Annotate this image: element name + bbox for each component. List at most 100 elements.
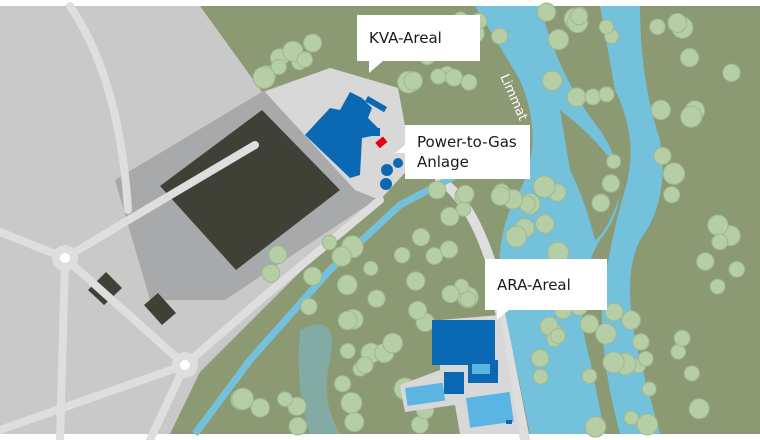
tree: [336, 274, 358, 296]
tree: [261, 263, 281, 283]
tree: [456, 184, 475, 204]
tree: [606, 154, 622, 170]
tree: [604, 302, 624, 322]
tree: [277, 391, 293, 408]
tree: [339, 343, 356, 360]
road: [435, 175, 530, 440]
tree: [532, 368, 549, 385]
tree: [584, 416, 607, 438]
road: [0, 228, 190, 440]
tree: [411, 227, 431, 247]
tree: [530, 348, 550, 368]
ara-building: [444, 372, 464, 394]
tree: [425, 247, 444, 265]
tree: [441, 284, 460, 304]
tank: [381, 164, 393, 176]
tree: [598, 19, 615, 35]
tree: [550, 328, 566, 344]
tree: [709, 278, 726, 295]
tree: [356, 356, 374, 375]
roundabout-center: [60, 253, 70, 263]
tree: [288, 416, 308, 436]
tree: [632, 333, 650, 351]
tree: [570, 7, 588, 26]
roads: [0, 2, 530, 440]
tree: [337, 310, 358, 331]
tree: [542, 70, 563, 91]
tree: [252, 66, 276, 89]
tree: [303, 266, 323, 286]
tree: [650, 99, 671, 121]
side-stream: [298, 324, 340, 434]
small-building: [144, 293, 176, 325]
tree: [382, 332, 404, 354]
tree: [321, 234, 338, 251]
trees: [230, 2, 746, 438]
river-branch: [600, 6, 663, 434]
tree: [670, 343, 687, 360]
tree: [595, 322, 617, 345]
label-ara-areal: ARA-Areal: [497, 275, 571, 294]
tree: [459, 291, 477, 308]
tree: [393, 246, 411, 264]
tree: [707, 214, 729, 236]
tree: [406, 271, 426, 291]
tree: [679, 48, 700, 68]
tree: [601, 174, 621, 193]
tree: [680, 105, 703, 128]
tree: [460, 73, 478, 91]
tree: [641, 381, 657, 397]
large-building: [160, 110, 340, 270]
tree: [532, 175, 556, 198]
ara-building: [432, 320, 495, 365]
tree: [662, 162, 686, 185]
tree: [591, 193, 611, 213]
tree: [566, 87, 587, 108]
road: [0, 361, 189, 434]
tree: [663, 186, 681, 204]
roundabout-center: [180, 360, 190, 370]
tree: [363, 260, 379, 276]
tree: [408, 300, 428, 320]
tree: [579, 314, 600, 334]
tree: [683, 365, 700, 382]
label-kva-areal: KVA-Areal: [369, 29, 442, 47]
canal: [192, 164, 472, 437]
tree: [653, 146, 672, 166]
kva-annex: [372, 128, 380, 136]
callout-power-to-gas: Power-to-Gas Anlage: [395, 125, 530, 179]
power-to-gas-plant: [375, 136, 388, 149]
tree: [673, 329, 691, 347]
tree: [667, 13, 688, 33]
tree: [649, 18, 666, 36]
callout-ara-areal: ARA-Areal: [485, 259, 607, 310]
ara-basin: [466, 391, 514, 428]
tree: [547, 28, 570, 51]
tank: [393, 158, 403, 168]
tree: [296, 51, 314, 68]
tree: [636, 413, 659, 436]
ara-basin: [472, 364, 490, 374]
tree: [602, 351, 625, 374]
tree: [445, 68, 463, 87]
tree: [581, 368, 598, 384]
tree: [505, 225, 528, 248]
tree: [331, 246, 352, 267]
tree: [427, 180, 447, 200]
ara-annex: [506, 420, 512, 424]
kva-annex: [365, 95, 388, 113]
tree: [637, 350, 654, 367]
tree: [455, 201, 472, 217]
tree: [440, 206, 460, 227]
tree: [367, 289, 386, 308]
callout-kva-areal: KVA-Areal: [357, 15, 480, 73]
label-power-to-gas-line1: Power-to-Gas: [417, 133, 517, 151]
tree: [231, 387, 254, 411]
tree: [403, 71, 423, 91]
kva-building: [305, 92, 378, 178]
road: [61, 141, 259, 262]
tree: [711, 233, 729, 251]
tree: [270, 58, 287, 76]
